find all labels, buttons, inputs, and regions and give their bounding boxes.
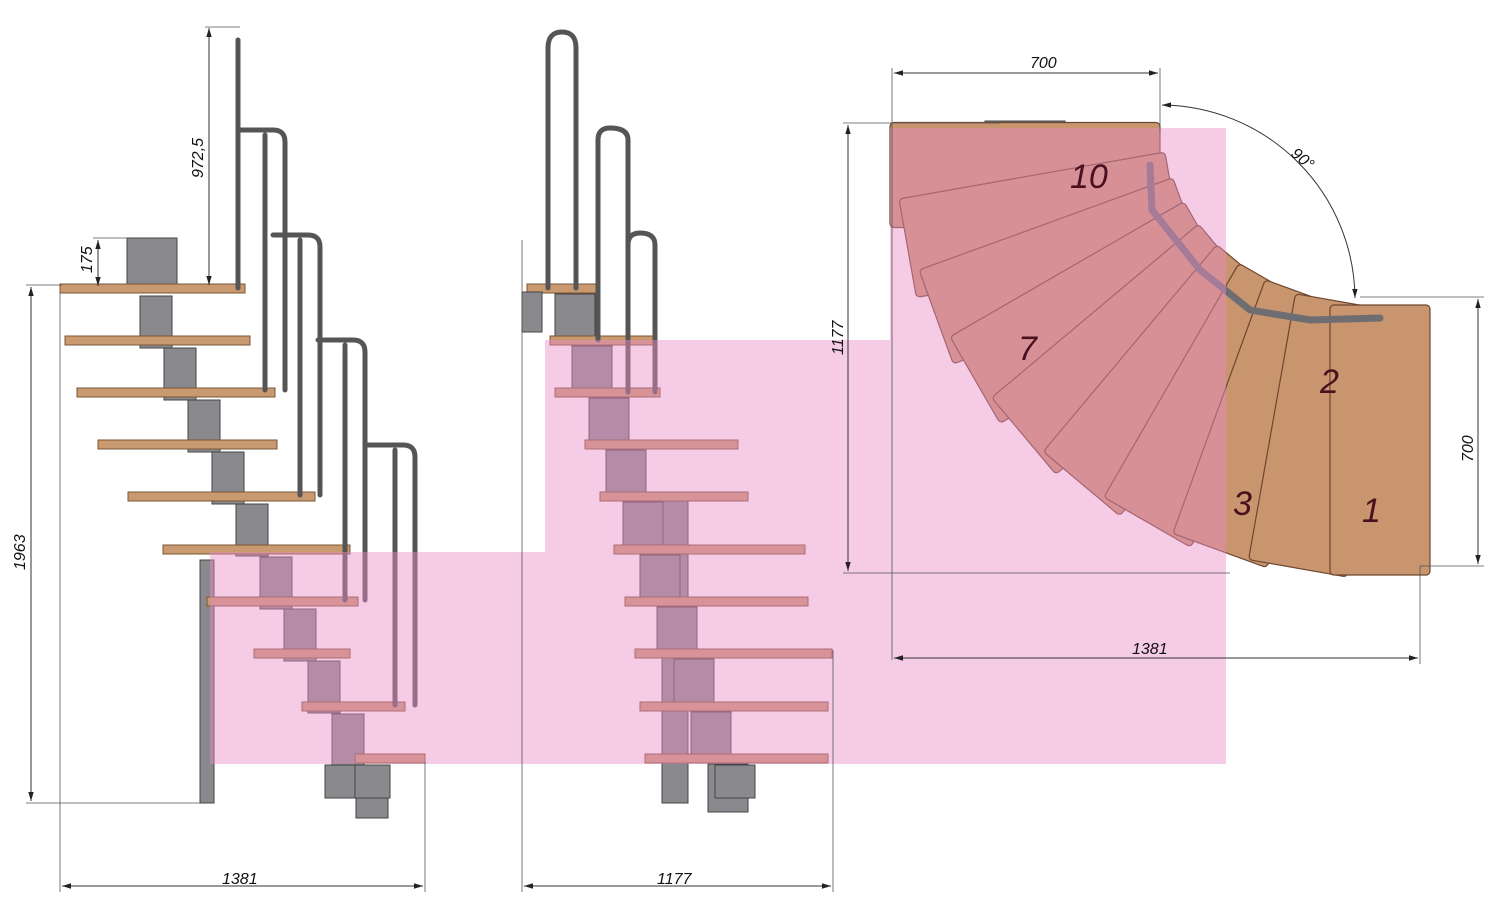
step-number-1: 1 [1362,492,1381,530]
tread [644,753,829,764]
plan-depth-label: 1177 [830,319,847,355]
tread [206,596,359,607]
base-plate [714,764,756,799]
tread [253,648,351,659]
tread [97,439,278,450]
step-rise-label: 175 [79,246,96,273]
dimension-1381-left: 1381 [59,292,426,892]
handrail-section [235,127,288,393]
plan-tread [1329,304,1431,576]
handrail-section [595,125,631,343]
handrail-loop [545,29,579,291]
dimension-972-5: 972,5 [190,26,240,285]
middle-side-view [521,29,833,813]
top-bracket [126,237,178,289]
base-bracket [324,764,356,799]
step-number-7: 7 [1018,330,1038,368]
stringer-module [690,711,732,761]
stringer-module [554,293,596,343]
tread [64,335,251,346]
top-bracket [521,291,543,333]
support-post [199,559,215,804]
tread [59,283,246,294]
dimension-700-top: 700 [891,55,1161,660]
tread [584,439,739,450]
highlight-overlay [210,128,1226,764]
handrail-section [365,442,418,708]
dimension-1177-plan: 1177 [830,122,1230,574]
step-number-10: 10 [1070,158,1108,196]
plan-top-width-label: 700 [1030,55,1057,72]
total-height-label: 1963 [12,534,29,570]
tread [599,491,749,502]
handrail-section [315,337,368,603]
tread [624,596,809,607]
tread [127,491,316,502]
base-plate [354,764,391,799]
tread [162,544,351,555]
left-width-label: 1381 [222,871,258,888]
plan-right-height-label: 700 [1460,435,1477,462]
plan-angle-label: 90° [1287,145,1317,174]
dimension-1381-plan: 1381 [894,566,1421,664]
tread [613,544,806,555]
handrail-section [270,232,323,498]
plan-total-width-label: 1381 [1132,641,1168,658]
step-number-2: 2 [1319,363,1339,401]
angle-arc [1161,102,1358,299]
step-number-3: 3 [1233,485,1252,523]
tread [301,701,406,712]
handrail-height-label: 972,5 [190,138,207,178]
dimension-1963: 1963 [12,284,200,804]
stringer-module [673,658,715,708]
tread [639,701,829,712]
middle-width-label: 1177 [657,871,693,888]
stringer-module [571,345,613,395]
left-side-view [59,37,426,819]
tread [76,387,276,398]
dimension-700-right: 700 [1360,296,1484,567]
dimension-175: 175 [79,237,128,286]
tread [634,648,833,659]
dimension-1177-middle: 1177 [521,240,834,892]
tread [354,753,426,764]
stringer-module [605,449,647,499]
handrail-section [625,230,658,395]
tread [554,387,661,398]
